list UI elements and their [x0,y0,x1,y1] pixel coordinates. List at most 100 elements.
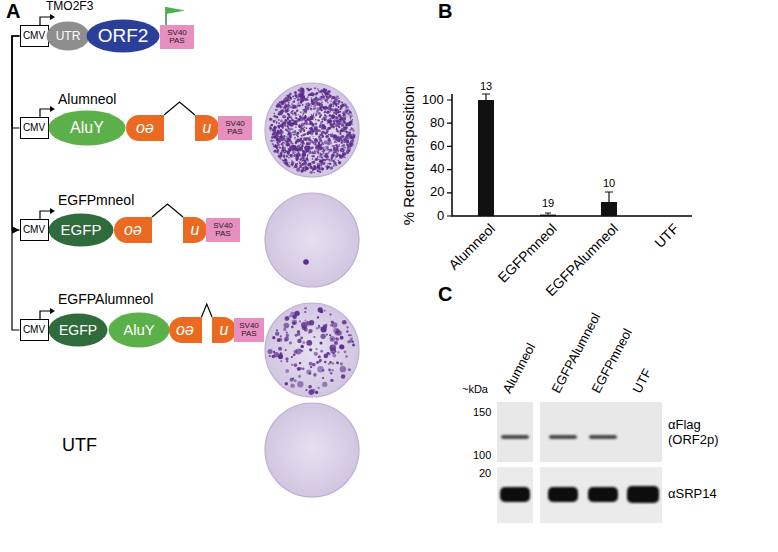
colony [273,120,276,123]
segment-shape [160,25,194,49]
colony [336,116,339,119]
colony [296,114,297,115]
colony [310,108,313,111]
colony [342,104,344,106]
colony [300,99,302,101]
colony [282,160,284,162]
colony [305,166,307,168]
colony [296,150,298,152]
colony [292,152,293,153]
colony [293,379,296,382]
colony [279,146,281,148]
colony [346,330,348,332]
colony [308,105,309,106]
colony [306,369,311,374]
colony [342,104,344,106]
lane-label: EGFPmneol [589,326,635,396]
colony [287,117,289,119]
promoter-box: CMV [20,219,49,241]
colony [346,112,348,114]
segment-shape [218,116,252,140]
colony [307,156,309,158]
colony [302,113,304,115]
colony [350,334,352,336]
colony [321,102,323,104]
colony [336,96,338,98]
colony [333,146,335,148]
colony [304,126,306,128]
colony [275,109,277,111]
blot-band [627,486,659,503]
blot-band [500,487,530,502]
colony [352,344,355,347]
culture-plate [265,303,359,397]
bar-chart [447,94,692,216]
colony [331,159,333,161]
node-label: SV40 PAS [237,322,261,339]
colony [330,372,333,375]
node-label: ORF2 [98,26,149,46]
colony [345,107,347,109]
colony [306,159,309,162]
segment-shape [20,320,48,341]
colony [329,361,332,364]
colony [273,140,274,141]
colony [315,146,319,150]
colony [300,102,302,104]
colony [340,101,342,103]
colony [330,101,331,102]
colony [321,90,323,92]
colony [345,105,346,106]
colony [318,326,321,329]
colony [285,162,288,165]
colony [304,320,306,322]
colony [328,363,330,365]
colony [350,120,353,123]
colony [309,362,313,366]
colony [289,162,290,163]
colony [348,152,349,153]
arrowhead [50,106,55,112]
colony [284,316,289,321]
colony [282,148,284,150]
colony [307,118,309,120]
segment-shape [126,115,164,141]
colony [335,144,338,147]
intron-line [164,102,195,115]
segment-shape [109,313,170,348]
colony [336,120,339,123]
colony [296,109,299,112]
colony [333,165,335,167]
colony [324,106,327,109]
colony [341,374,345,378]
bar [478,100,494,216]
colony [282,115,286,119]
colony [336,148,339,151]
colony [339,118,342,121]
colony [320,149,321,150]
segment-shape [20,26,48,47]
colony [301,135,302,136]
colony [309,105,310,106]
colony [307,116,309,118]
colony [309,139,311,141]
colony [317,129,320,132]
segment-shape [169,317,202,343]
colony [345,106,348,109]
colony [273,145,275,147]
node-label: oə [136,120,154,137]
colony [287,113,290,116]
colony [311,171,313,173]
colony-group [268,307,355,395]
colony [316,150,319,153]
colony [343,121,345,123]
promoter-arrow [40,311,50,319]
colony [323,168,325,170]
colony [330,111,331,112]
colony [313,142,315,144]
colony [330,107,332,109]
colony [328,114,331,117]
colony [282,145,284,147]
colony [278,347,282,351]
